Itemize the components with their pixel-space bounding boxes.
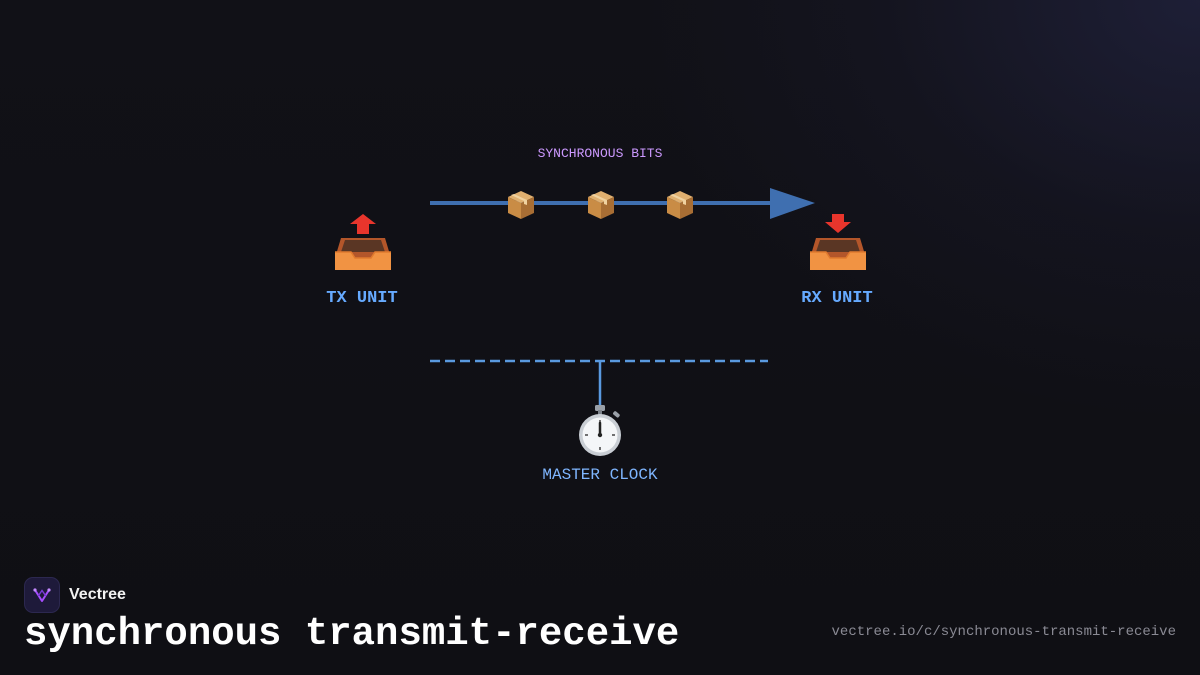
vectree-logo-icon [24,577,60,613]
inbox-tray-icon [810,214,866,270]
outbox-tray-icon [335,214,391,270]
page-title: synchronous transmit-receive [24,612,680,656]
page-url[interactable]: vectree.io/c/synchronous-transmit-receiv… [831,624,1176,640]
package-icon [508,191,534,219]
data-link-arrowhead [770,188,815,219]
brand: Vectree [24,577,126,613]
rx-unit-label: RX UNIT [801,289,873,308]
brand-name: Vectree [69,586,126,603]
package-icon [667,191,693,219]
stopwatch-icon [579,405,621,456]
package-icon [588,191,614,219]
tx-unit-label: TX UNIT [326,289,398,308]
synchronous-bits-label: SYNCHRONOUS BITS [537,146,663,161]
master-clock-label: MASTER CLOCK [542,466,658,484]
